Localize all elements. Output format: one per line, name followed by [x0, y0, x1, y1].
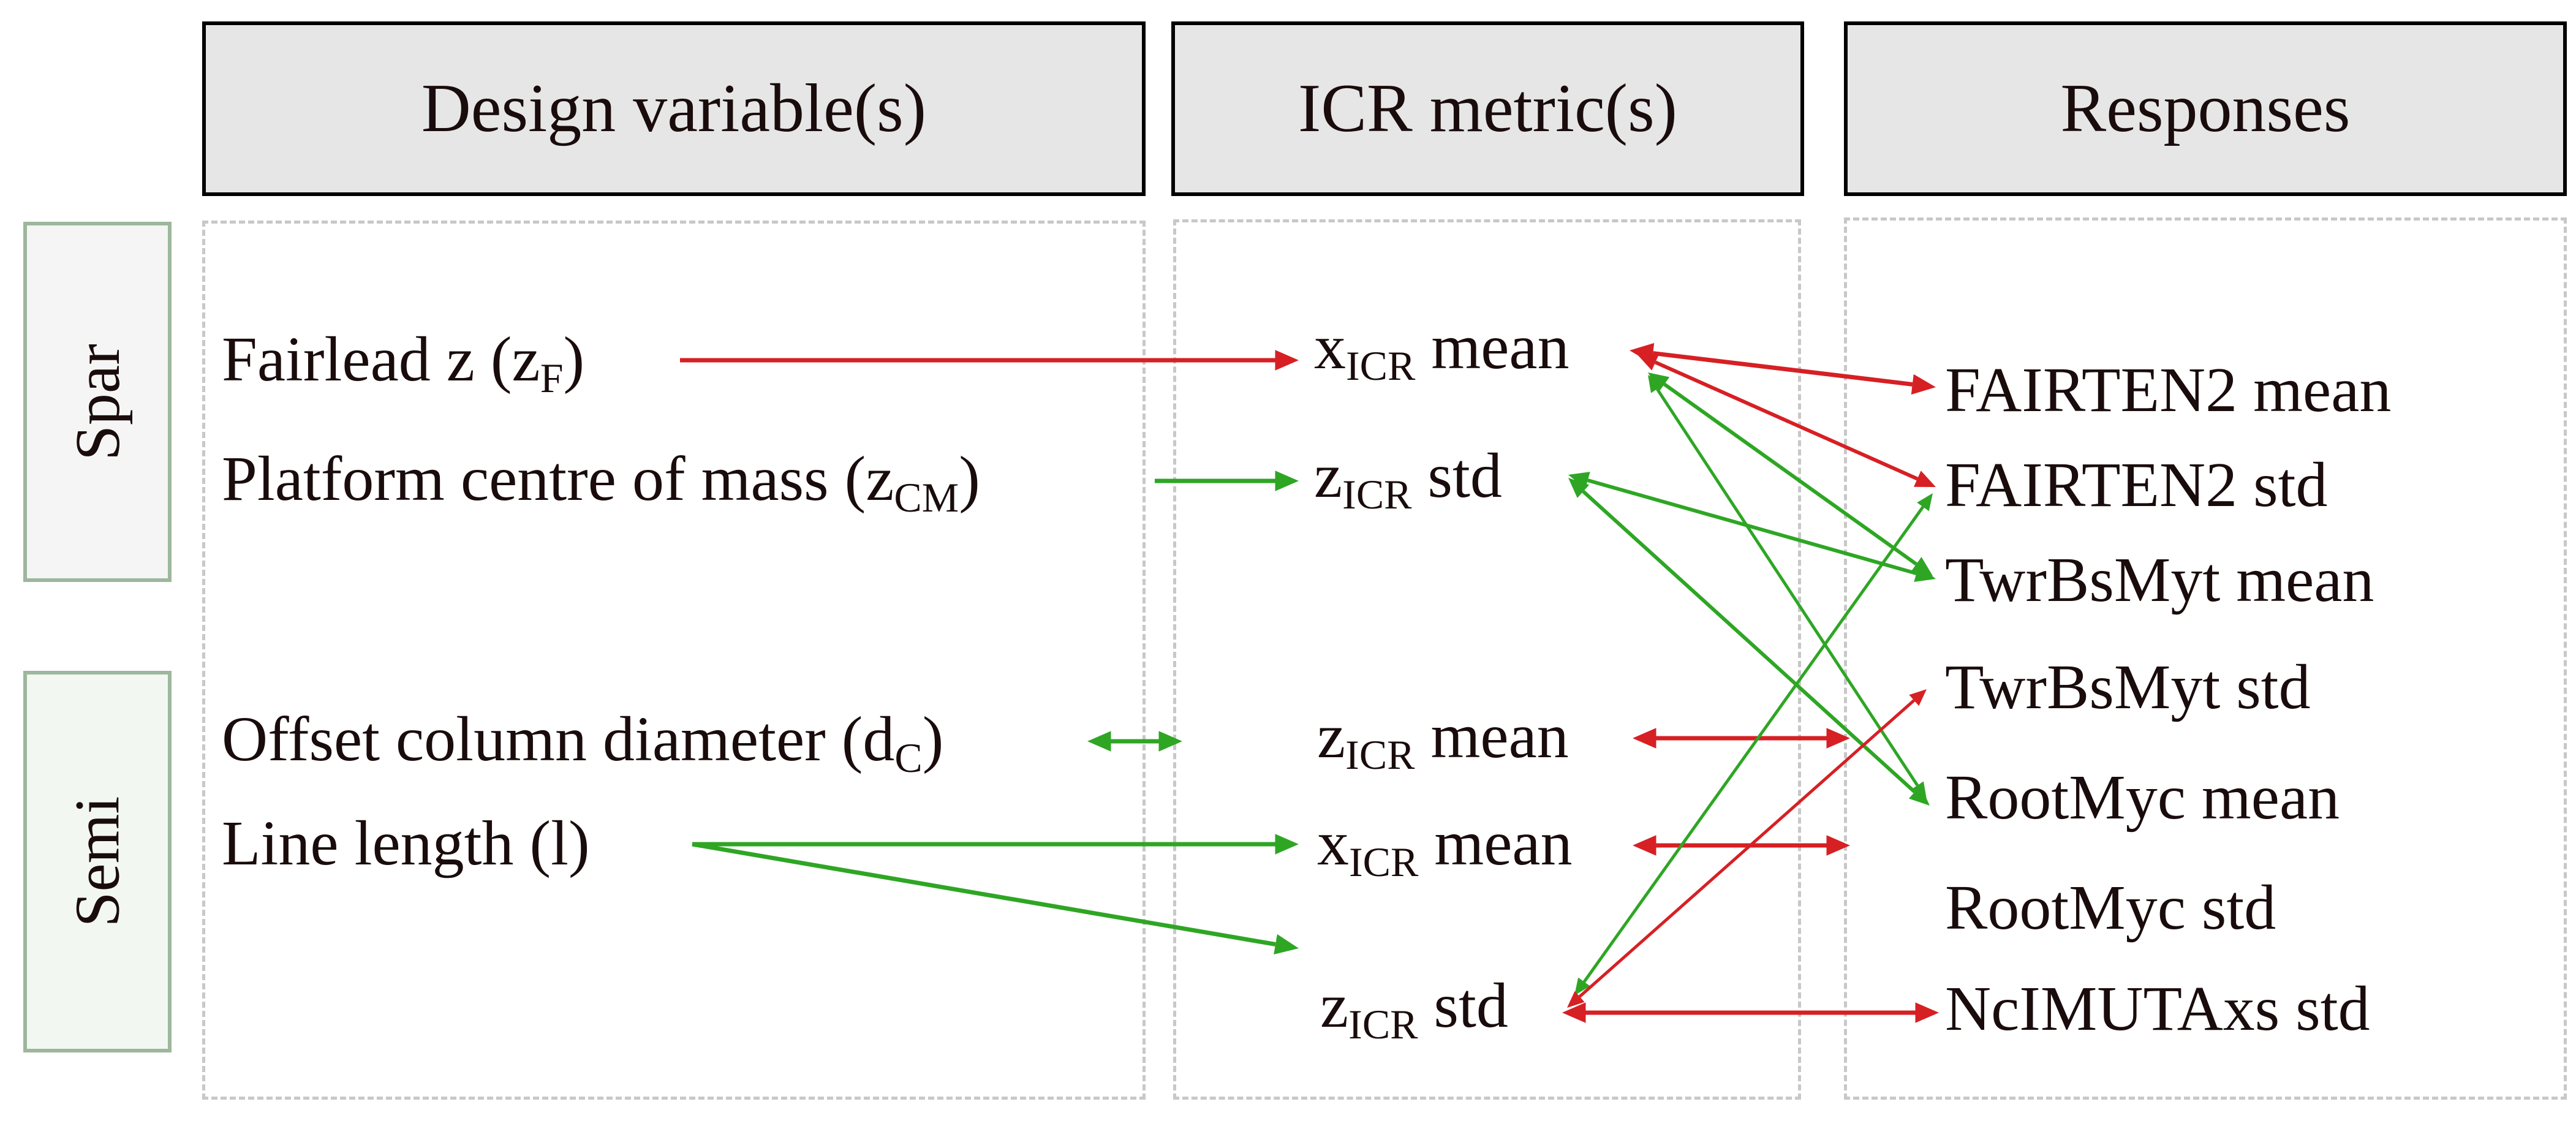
link-zstd-rootmyc-mean [1582, 489, 1916, 794]
link-zstd-twrbsmyt-std [1578, 699, 1916, 998]
panel-responses [1844, 217, 2567, 1100]
link-zstd-twrbsmyt-mean [1587, 478, 1917, 575]
dv-tail: ) [959, 444, 980, 514]
arrowhead [1648, 375, 1664, 393]
metric-subscript: ICR [1342, 471, 1412, 518]
metric-subscript: ICR [1349, 839, 1419, 886]
response-rootmyc-std: RootMyc std [1945, 872, 2276, 943]
arrowhead [1567, 991, 1585, 1008]
arrowhead [1914, 565, 1936, 582]
arrowhead [1908, 785, 1930, 806]
header-design-variables: Design variable(s) [202, 21, 1146, 196]
metric-stat: mean [1431, 312, 1569, 382]
metric-stat: mean [1434, 808, 1573, 879]
dv-tail: ) [563, 324, 585, 395]
arrowhead [1826, 728, 1850, 749]
link-line-length-to-z-std [692, 842, 1276, 947]
dv-text: Line length (l) [222, 808, 590, 879]
arrowhead [1917, 493, 1933, 512]
panel-icr-metrics [1173, 219, 1801, 1100]
dv-text: Platform centre of mass (z [222, 444, 894, 514]
metric-subscript: ICR [1348, 1001, 1418, 1048]
icr-metric-spar-x-mean: xICR mean [1314, 316, 1569, 387]
icr-metric-semi-x-mean: xICR mean [1317, 812, 1573, 883]
arrowhead [1087, 731, 1111, 752]
arrowhead [1158, 731, 1182, 752]
dv-text: Offset column diameter (d [222, 704, 895, 774]
response-twrbsmyt-std: TwrBsMyt std [1945, 652, 2311, 722]
arrowhead [1568, 478, 1590, 498]
design-variable-line-length: Line length (l) [222, 812, 590, 875]
arrowhead [1574, 977, 1590, 996]
arrowhead [1826, 835, 1850, 856]
link-xmean-fairten2-mean [1652, 351, 1913, 387]
link-xmean-rootmyc-mean [1656, 388, 1919, 787]
icr-metric-semi-z-std: zICR std [1320, 974, 1508, 1048]
response-ncimutaxs-std: NcIMUTAxs std [1945, 973, 2370, 1044]
arrowhead [1562, 1002, 1586, 1023]
header-responses: Responses [1844, 21, 2567, 196]
metric-subscript: ICR [1346, 342, 1416, 390]
arrowhead [1275, 350, 1299, 371]
metric-var: x [1314, 312, 1346, 382]
link-zstd-fairten2-std [1582, 505, 1925, 983]
icr-metric-semi-z-mean: zICR mean [1317, 705, 1569, 776]
arrowhead [1913, 470, 1936, 487]
metric-var: x [1317, 808, 1349, 879]
panel-design-variables [202, 221, 1146, 1100]
arrowhead [1275, 834, 1299, 855]
dv-text: Fairlead z (z [222, 324, 540, 395]
response-fairten2-std: FAIRTEN2 std [1945, 450, 2328, 520]
metric-stat: mean [1430, 701, 1569, 771]
arrowhead [1633, 728, 1656, 749]
response-fairten2-mean: FAIRTEN2 mean [1945, 355, 2392, 425]
design-variable-offset-column-diameter: Offset column diameter (dC) [222, 708, 943, 779]
dv-subscript: CM [894, 474, 959, 521]
metric-stat: std [1427, 440, 1502, 511]
header-responses-label: Responses [2060, 70, 2351, 146]
link-xmean-fairten2-std [1654, 360, 1919, 481]
arrowhead [1911, 374, 1936, 395]
metric-var: z [1320, 970, 1349, 1041]
metric-var: z [1314, 440, 1343, 511]
arrowhead [1915, 1002, 1939, 1023]
header-design-variables-label: Design variable(s) [421, 70, 927, 146]
response-twrbsmyt-mean: TwrBsMyt mean [1945, 545, 2374, 615]
arrowhead [1911, 557, 1933, 576]
header-icr-metrics: ICR metric(s) [1171, 21, 1804, 196]
category-spar: Spar [23, 222, 172, 582]
metric-stat: std [1433, 970, 1508, 1041]
arrowhead [1633, 835, 1656, 856]
arrowhead [1648, 372, 1670, 391]
dv-tail: ) [922, 704, 944, 774]
design-variable-platform-cm: Platform centre of mass (zCM) [222, 444, 980, 521]
category-semi: Semi [23, 671, 172, 1052]
metric-var: z [1317, 701, 1346, 771]
response-rootmyc-mean: RootMyc mean [1945, 762, 2340, 833]
arrowhead [1275, 470, 1299, 491]
link-xmean-twrbsmyt-mean [1663, 382, 1917, 566]
metric-subscript: ICR [1345, 731, 1415, 779]
icr-metric-spar-z-std: zICR std [1314, 444, 1502, 518]
dv-subscript: C [894, 735, 923, 782]
arrowhead [1909, 689, 1927, 706]
dv-subscript: F [540, 355, 564, 402]
design-variable-fairlead-z: Fairlead z (zF) [222, 328, 584, 399]
arrowhead [1274, 934, 1299, 955]
arrowhead [1637, 354, 1660, 371]
header-icr-metrics-label: ICR metric(s) [1298, 70, 1677, 146]
